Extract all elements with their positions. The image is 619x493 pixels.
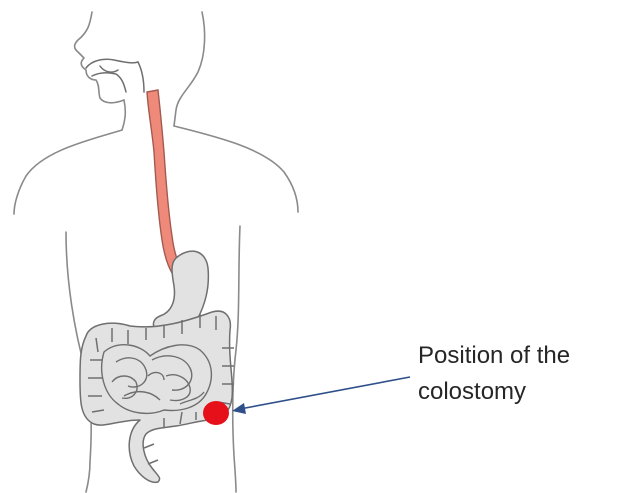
head-profile <box>75 12 124 103</box>
right-torso <box>233 226 240 492</box>
neck-front <box>122 100 125 130</box>
head-back <box>174 12 205 126</box>
callout-line-2: colostomy <box>418 374 614 410</box>
stoma-marker <box>203 401 229 425</box>
esophagus <box>147 90 186 282</box>
colostomy-callout: Position of the colostomy <box>418 338 614 410</box>
small-intestine <box>102 345 212 414</box>
pointer-arrow <box>232 377 410 414</box>
mouth-cavity <box>86 59 144 92</box>
callout-line-1: Position of the <box>418 338 614 374</box>
right-shoulder <box>174 126 298 212</box>
left-shoulder <box>14 130 122 214</box>
